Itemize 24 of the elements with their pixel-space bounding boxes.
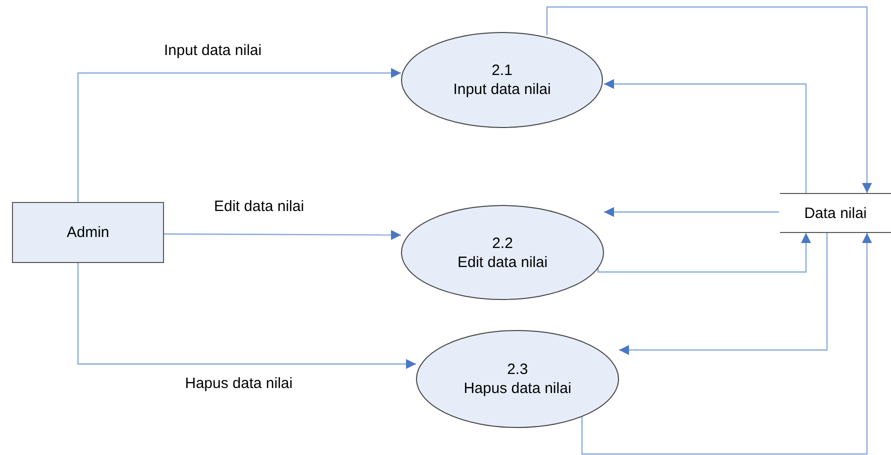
arrow <box>77 263 416 369</box>
arrow <box>546 6 872 193</box>
process-ellipse <box>401 32 603 128</box>
arrow <box>77 68 401 202</box>
node-label: Input data nilai <box>453 80 551 99</box>
entity-box <box>12 202 164 263</box>
arrow <box>619 233 828 355</box>
process-number: 2.1 <box>492 61 512 80</box>
data-store <box>780 193 891 233</box>
process-ellipse <box>401 205 604 300</box>
arrow <box>581 233 872 455</box>
process-ellipse <box>416 330 619 428</box>
node-label: Hapus data nilai <box>464 379 572 398</box>
node-label: Edit data nilai <box>457 252 548 272</box>
node-label: Admin <box>66 223 110 242</box>
node-label: Data nilai <box>804 204 867 222</box>
process-number: 2.3 <box>507 360 528 379</box>
arrow <box>604 207 779 217</box>
arrow <box>604 79 807 193</box>
process-number: 2.2 <box>492 234 513 252</box>
arrow <box>164 230 401 240</box>
edge-label: Hapus data nilai <box>185 375 293 393</box>
edge-label: Input data nilai <box>164 42 262 60</box>
arrow <box>597 233 811 273</box>
